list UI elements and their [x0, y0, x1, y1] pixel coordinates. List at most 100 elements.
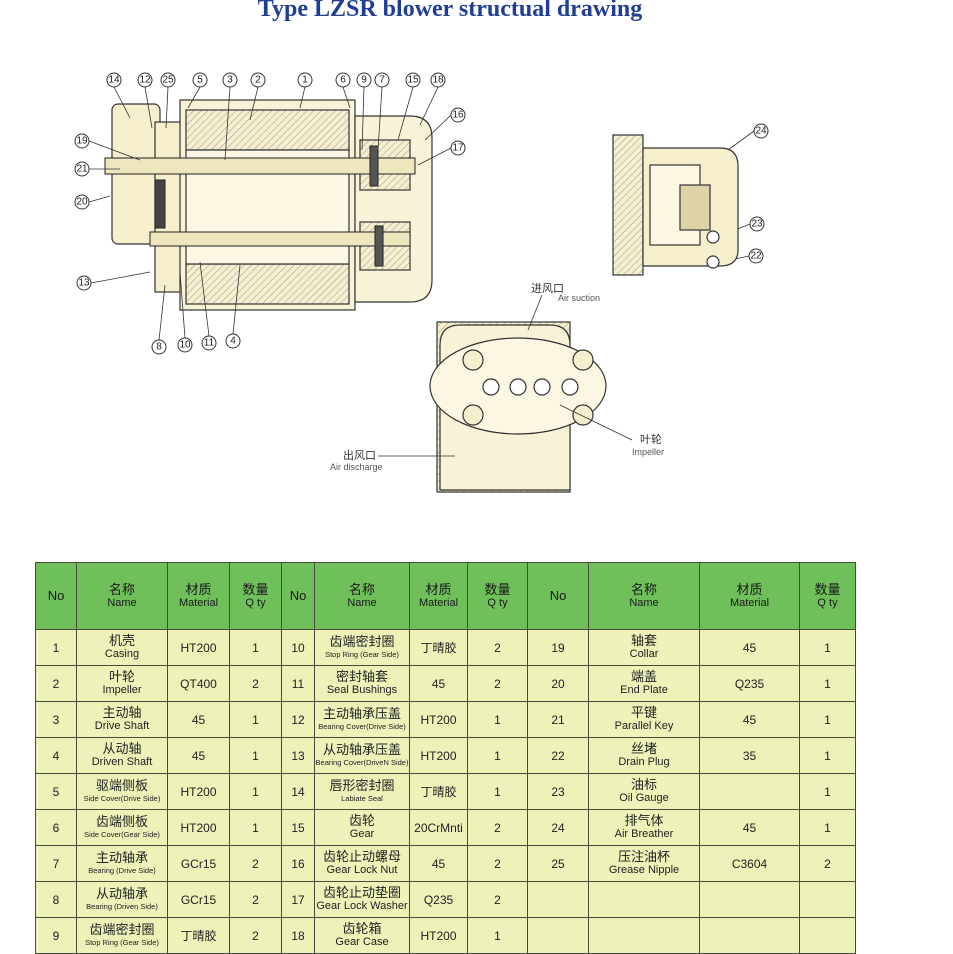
material-cell: Q235 [409, 881, 468, 918]
quantity-cell: 1 [229, 773, 282, 810]
part-name-cn: 排气体 [624, 813, 664, 828]
material-cell: 丁晴胶 [409, 773, 468, 810]
part-name-cn: 驱端侧板 [95, 778, 148, 793]
part-number-cell: 15 [281, 809, 315, 846]
part-name-cn: 密封轴套 [335, 669, 388, 684]
quantity-cell: 1 [799, 809, 856, 846]
material-cell: 45 [699, 809, 800, 846]
part-number-cell: 11 [281, 665, 315, 702]
part-name-cn: 齿轮箱 [342, 921, 382, 936]
part-number-cell: 21 [527, 701, 589, 738]
material-cell: HT200 [167, 773, 230, 810]
material-cell: HT200 [409, 701, 468, 738]
part-name-cn: 主动轴 [102, 705, 142, 720]
part-number-cell: 16 [281, 845, 315, 882]
callout-numbers: 14 12 25 5 3 2 1 6 9 7 15 18 16 17 19 21… [76, 75, 767, 353]
part-name-en: Collar [629, 648, 659, 660]
callout-text: 17 [452, 143, 464, 154]
air-suction-label-en: Air suction [558, 293, 600, 303]
material-cell: 35 [699, 737, 800, 774]
part-number-cell: 10 [281, 629, 315, 666]
material-cell: 45 [167, 737, 230, 774]
part-name-cn: 齿轮 [348, 813, 375, 828]
callout-text: 7 [379, 75, 385, 86]
part-name-cn: 丝堵 [630, 741, 657, 756]
part-name-en: Drain Plug [618, 756, 670, 768]
cross-section-labels: 进风口 Air suction 出风口 Air discharge 叶轮 Imp… [330, 282, 664, 472]
callout-text: 19 [76, 136, 88, 147]
part-number-cell: 1 [35, 629, 77, 666]
callout-text: 15 [407, 75, 419, 86]
quantity-cell: 1 [229, 737, 282, 774]
part-number-cell: 25 [527, 845, 589, 882]
callout-text: 18 [432, 75, 444, 86]
quantity-cell: 1 [229, 701, 282, 738]
material-cell: GCr15 [167, 881, 230, 918]
callout-text: 16 [452, 110, 464, 121]
callout-text: 25 [162, 75, 174, 86]
part-name-en: Gear Lock Washer [316, 900, 408, 912]
quantity-cell [799, 881, 856, 918]
part-name-cn: 从动轴承 [95, 886, 148, 901]
part-number-cell: 5 [35, 773, 77, 810]
structural-drawing: 14 12 25 5 3 2 1 6 9 7 15 18 16 17 19 21… [74, 72, 769, 493]
part-name-en: Bearing Cover(Drive Side) [318, 722, 406, 731]
material-cell: Q235 [699, 665, 800, 702]
quantity-cell: 1 [799, 629, 856, 666]
callout-text: 12 [139, 75, 151, 86]
quantity-cell: 2 [799, 845, 856, 882]
part-number-cell: 22 [527, 737, 589, 774]
part-number-cell [527, 881, 589, 918]
part-name-en: Stop Ring (Gear Side) [325, 650, 399, 659]
part-number-cell: 14 [281, 773, 315, 810]
part-name-en: Side Cover(Gear Side) [84, 830, 160, 839]
callout-text: 5 [197, 75, 203, 86]
part-name-en: Parallel Key [614, 720, 674, 732]
material-cell: HT200 [167, 629, 230, 666]
part-name-cn: 端盖 [630, 669, 657, 684]
quantity-cell: 1 [229, 809, 282, 846]
side-detail-view [612, 134, 739, 276]
quantity-cell: 1 [467, 917, 528, 954]
callout-text: 4 [230, 336, 236, 347]
part-name-en: Bearing (Drive Side) [88, 866, 156, 875]
quantity-cell: 1 [799, 701, 856, 738]
part-name-cn: 油标 [630, 777, 657, 792]
callout-text: 23 [751, 219, 763, 230]
air-suction-label: 进风口 [531, 282, 564, 295]
part-number-cell [527, 917, 589, 954]
material-cell: 45 [167, 701, 230, 738]
part-number-cell: 18 [281, 917, 315, 954]
callout-text: 20 [76, 197, 88, 208]
part-number-cell: 13 [281, 737, 315, 774]
part-name-cn: 主动轴承 [95, 850, 148, 865]
part-number-cell: 6 [35, 809, 77, 846]
part-number-cell: 4 [35, 737, 77, 774]
cross-section-view [429, 321, 607, 493]
part-name-cell [588, 881, 700, 918]
part-name-cn: 唇形密封圈 [329, 778, 395, 793]
impeller-label-en: Impeller [632, 447, 664, 457]
part-name-en: Casing [104, 648, 140, 660]
part-name-en: End Plate [620, 684, 668, 696]
part-name-en: Oil Gauge [619, 792, 669, 804]
col-header-no: No [35, 562, 77, 630]
material-cell: QT400 [167, 665, 230, 702]
material-cell: 丁晴胶 [167, 917, 230, 954]
callout-text: 1 [302, 75, 308, 86]
